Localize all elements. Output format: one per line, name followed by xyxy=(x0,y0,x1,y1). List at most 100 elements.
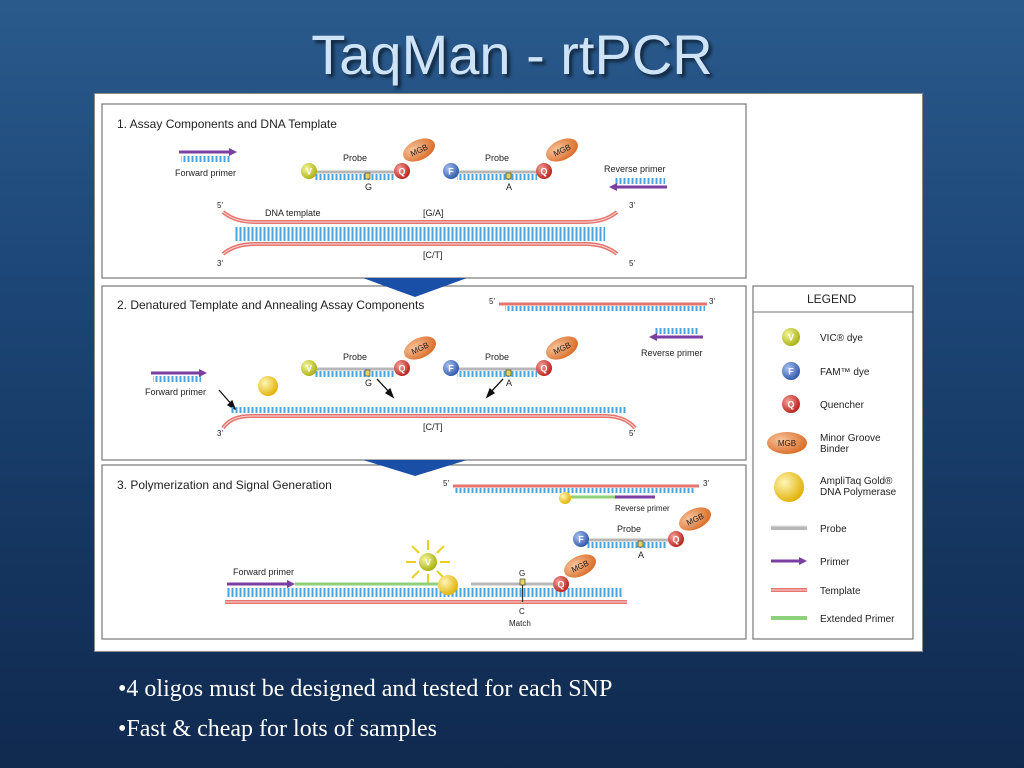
fam-dye-icon xyxy=(782,362,800,380)
svg-text:DNA Polymerase: DNA Polymerase xyxy=(820,487,897,498)
panel-1-probe-2-base: A xyxy=(506,182,512,192)
svg-text:Binder: Binder xyxy=(820,444,850,455)
svg-text:FAM™ dye: FAM™ dye xyxy=(820,367,870,378)
down-arrow-1 xyxy=(363,278,467,297)
bullet-list: •4 oligos must be designed and tested fo… xyxy=(118,672,612,752)
legend-item-vic: V VIC® dye xyxy=(782,328,863,346)
panel-2-probe-1-base: G xyxy=(365,378,372,388)
panel-1-dna-template-label: DNA template xyxy=(265,208,321,218)
panel-2-five-prime-top: 5' xyxy=(489,297,495,306)
bullet-item: •Fast & cheap for lots of samples xyxy=(118,716,438,742)
taqman-figure: 1. Assay Components and DNA Template For… xyxy=(94,93,923,652)
legend-item-template: Template xyxy=(771,586,861,597)
quencher-icon xyxy=(394,360,410,376)
panel-3-top-strand xyxy=(453,484,699,499)
panel-3-five-prime-top: 5' xyxy=(443,479,449,488)
panel-2-reverse-primer-label: Reverse primer xyxy=(641,348,703,358)
panel-1-probe-vic: V Q MGB xyxy=(301,138,435,180)
svg-text:F: F xyxy=(578,535,584,545)
fam-dye-icon xyxy=(443,163,459,179)
panel-2-probe-2-label: Probe xyxy=(485,352,509,362)
svg-text:V: V xyxy=(306,364,312,374)
svg-text:Primer: Primer xyxy=(820,557,850,568)
svg-text:Q: Q xyxy=(540,364,547,374)
panel-3-match-label: Match xyxy=(509,619,531,628)
mgb-icon xyxy=(403,138,435,162)
released-vic-dye: V xyxy=(406,540,450,584)
vic-dye-icon xyxy=(419,553,437,571)
panel-3-probe-label: Probe xyxy=(617,524,641,534)
svg-text:AmpliTaq Gold®: AmpliTaq Gold® xyxy=(820,476,893,487)
quencher-icon xyxy=(394,163,410,179)
mgb-icon xyxy=(767,432,807,454)
panel-1-five-prime-bottom: 5' xyxy=(629,259,635,268)
panel-2-forward-primer xyxy=(151,369,207,382)
svg-text:Q: Q xyxy=(398,167,405,177)
mgb-icon xyxy=(546,336,578,360)
panel-3-probe-fam: F Q MGB xyxy=(573,507,711,548)
svg-text:Q: Q xyxy=(557,580,564,590)
panel-1-top-snp: [G/A] xyxy=(423,208,444,218)
panel-1-probe-fam: F Q MGB xyxy=(443,138,578,180)
panel-3-probe-base: A xyxy=(638,550,644,560)
quencher-icon xyxy=(553,576,569,592)
vic-dye-icon xyxy=(301,360,317,376)
svg-text:V: V xyxy=(425,558,431,568)
polymerase-icon xyxy=(559,492,571,504)
svg-text:MGB: MGB xyxy=(778,439,796,448)
panel-1-reverse-primer-label: Reverse primer xyxy=(604,164,666,174)
legend-item-fam: F FAM™ dye xyxy=(782,362,870,380)
legend-title: LEGEND xyxy=(807,292,857,306)
panel-2-title: 2. Denatured Template and Annealing Assa… xyxy=(117,298,424,312)
panel-3-reverse-primer-label: Reverse primer xyxy=(615,504,670,513)
svg-text:Extended Primer: Extended Primer xyxy=(820,614,895,625)
mgb-icon xyxy=(564,554,596,578)
panel-2-bottom-snp: [C/T] xyxy=(423,422,443,432)
panel-1-reverse-primer xyxy=(609,178,667,191)
slide-title: TaqMan - rtPCR xyxy=(311,23,713,86)
panel-3-extension xyxy=(225,580,627,604)
panel-2-probe-fam: F Q MGB xyxy=(443,336,578,377)
panel-1-three-prime-bottom: 3' xyxy=(217,259,223,268)
annealing-arrows xyxy=(218,378,504,411)
legend-item-quencher: Q Quencher xyxy=(782,395,865,413)
panel-2-probe-2-base: A xyxy=(506,378,512,388)
polymerase-icon xyxy=(774,472,804,502)
vic-dye-icon xyxy=(782,328,800,346)
panel-1-five-prime-top: 5' xyxy=(217,201,223,210)
svg-text:F: F xyxy=(448,167,454,177)
legend-item-probe: Probe xyxy=(771,524,847,535)
panel-1-title: 1. Assay Components and DNA Template xyxy=(117,117,337,131)
fam-dye-icon xyxy=(573,531,589,547)
mgb-icon xyxy=(404,336,436,360)
legend-item-extended-primer: Extended Primer xyxy=(771,614,895,625)
svg-text:Quencher: Quencher xyxy=(820,400,865,411)
svg-text:Template: Template xyxy=(820,586,861,597)
panel-1-probe-1-base: G xyxy=(365,182,372,192)
panel-2-forward-primer-label: Forward primer xyxy=(145,387,206,397)
svg-text:Q: Q xyxy=(672,535,679,545)
mgb-icon xyxy=(679,507,711,531)
quencher-icon xyxy=(536,163,552,179)
panel-3-three-prime-top: 3' xyxy=(703,479,709,488)
svg-text:F: F xyxy=(788,367,794,377)
panel-3-match-top-base: G xyxy=(519,569,525,578)
svg-text:Q: Q xyxy=(398,364,405,374)
polymerase-icon xyxy=(258,376,278,396)
match-marker: Q MGB xyxy=(519,554,596,602)
bullet-item: •4 oligos must be designed and tested fo… xyxy=(118,676,613,702)
legend-box xyxy=(752,285,914,640)
vic-dye-icon xyxy=(301,163,317,179)
svg-text:Minor Groove: Minor Groove xyxy=(820,433,881,444)
legend-item-polymerase: AmpliTaq Gold® DNA Polymerase xyxy=(774,472,897,502)
panel-1-three-prime-top: 3' xyxy=(629,201,635,210)
panel-2-three-prime-top: 3' xyxy=(709,297,715,306)
legend-item-primer: Primer xyxy=(771,557,850,568)
svg-text:V: V xyxy=(306,167,312,177)
panel-2-probe-vic: V Q MGB xyxy=(301,336,436,377)
polymerase-icon xyxy=(438,575,458,595)
fam-dye-icon xyxy=(443,360,459,376)
panel-1-probe-2-label: Probe xyxy=(485,153,509,163)
panel-2-reverse-primer xyxy=(649,328,703,341)
legend-item-mgb: MGB Minor Groove Binder xyxy=(767,432,881,455)
